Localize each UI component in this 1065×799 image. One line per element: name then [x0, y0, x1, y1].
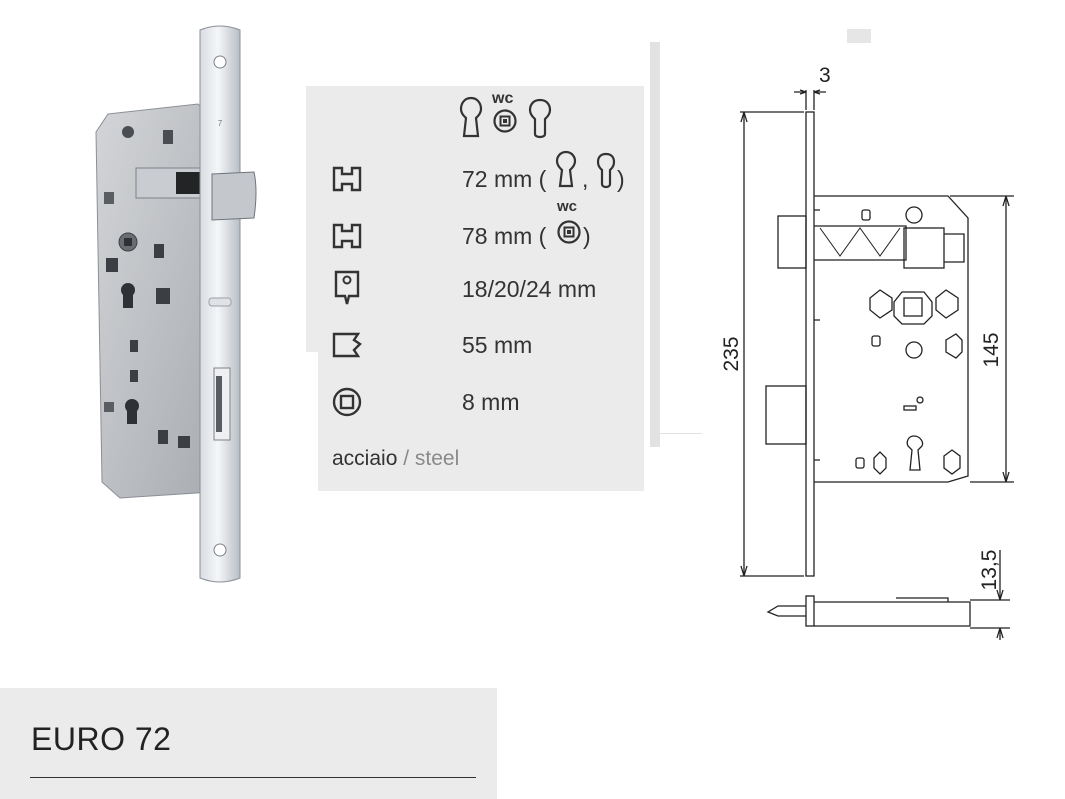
spec-value: 18/20/24 mm: [462, 276, 597, 302]
spec-close-paren: ): [617, 166, 625, 192]
lock-case: [95, 103, 213, 499]
spec-row-depth: 55 mm: [306, 320, 644, 370]
panel-notch: [306, 352, 318, 491]
oval-cylinder-icon: [528, 98, 552, 139]
spec-row-backset-78: 78 mm ( wc ): [306, 198, 644, 261]
material-it: acciaio: [332, 447, 398, 470]
lock-product-photo: 7: [95, 25, 257, 583]
spec-row-faceplate: 18/20/24 mm: [306, 264, 644, 314]
dim-height: 235: [720, 336, 743, 371]
dim-thickness: 3: [819, 64, 831, 87]
material-separator: /: [403, 447, 410, 470]
wc-label: wc: [492, 90, 514, 107]
oval-cylinder-icon: [596, 152, 616, 189]
depth-icon: [332, 332, 362, 358]
spec-row-spindle: 8 mm: [306, 377, 644, 427]
keyhole-icon: [555, 150, 577, 188]
spec-separator: ,: [582, 166, 589, 192]
spec-value: 78 mm (: [462, 223, 547, 249]
spec-panel: wc 72 mm ( , ) 78 mm ( wc ): [306, 86, 644, 491]
title-underline: [30, 777, 476, 778]
faceplate-width-icon: [334, 270, 360, 305]
spec-value: 72 mm (: [462, 166, 547, 192]
dim-case-height: 145: [980, 332, 1003, 367]
dim-latch: 13,5: [978, 550, 1001, 591]
keyhole-icon: [459, 96, 483, 138]
backset-icon: [332, 166, 362, 192]
wc-lock-icon: [557, 220, 581, 244]
spec-row-backset-72: 72 mm ( , ): [306, 150, 644, 204]
wc-lock-icon: [493, 109, 517, 133]
spec-value: 8 mm: [462, 389, 520, 415]
vertical-divider: [650, 42, 660, 447]
drawing-case: [814, 195, 969, 483]
material-label: acciaio / steel: [332, 447, 459, 471]
square-spindle-icon: [332, 387, 362, 417]
svg-text:7: 7: [218, 119, 223, 128]
drawing-faceplate: [805, 111, 815, 577]
product-title: EURO 72: [31, 721, 172, 757]
material-en: steel: [414, 447, 460, 470]
spec-value: 55 mm: [462, 332, 533, 358]
title-band: EURO 72: [0, 688, 497, 799]
spec-close-paren: ): [583, 223, 591, 249]
latch-bolt: [211, 171, 257, 221]
backset-icon: [332, 223, 362, 249]
technical-drawing: 3 235 145 13,5: [720, 64, 1014, 640]
corner-mark: [847, 29, 871, 43]
horizontal-divider: [660, 433, 702, 434]
wc-label: wc: [557, 198, 578, 215]
